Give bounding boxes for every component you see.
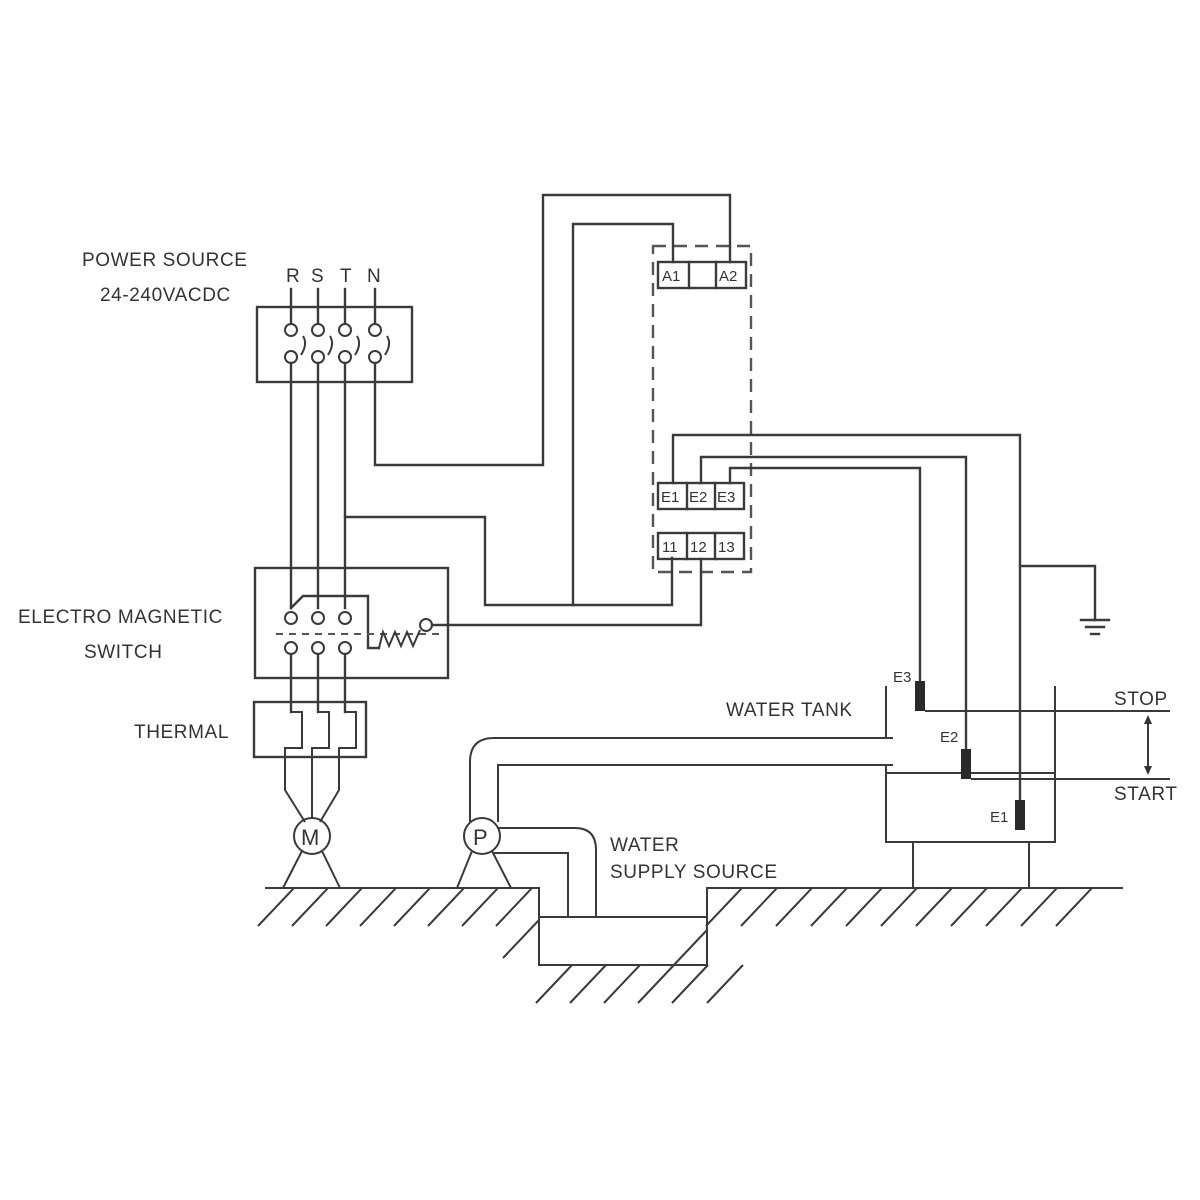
terminal-13: 13 [718,539,735,556]
electrode-e3 [915,681,925,711]
earth-hatch [637,964,675,1004]
earth-hatch [740,887,778,927]
earth-hatch [535,964,573,1004]
start-label: START [1114,784,1178,805]
terminal-e2: E2 [689,489,707,506]
terminal-a2: A2 [719,268,737,285]
earth-hatch [495,887,533,927]
thermal-label: THERMAL [134,722,229,743]
phase-r-label: R [286,266,300,287]
ground-surface [257,887,1123,1004]
level-relay: A1 A2 E1 E2 E3 11 12 13 [651,244,753,574]
a1-supply-wire [571,222,675,607]
water-tank-label: WATER TANK [726,700,853,721]
earth-hatch [671,964,709,1004]
terminal-a1: A1 [662,268,680,285]
contactor-box [253,566,450,680]
discharge-pipe [469,737,893,822]
e3-wire [728,466,922,682]
earth-hatch [569,964,607,1004]
power-source-label: POWER SOURCE [82,250,248,271]
motor-symbol: M [301,825,319,850]
thermal-box [252,700,368,759]
earth-hatch [427,887,465,927]
contactor-label-line1: ELECTRO MAGNETIC [18,607,223,628]
earth-hatch [603,964,641,1004]
suction-pipe [494,827,597,917]
terminal-11: 11 [662,539,678,556]
earth-hatch [325,887,363,927]
breaker-box [255,305,414,384]
earth-hatch [775,887,813,927]
terminal-e3: E3 [717,489,735,506]
power-source-rating: 24-240VACDC [100,285,231,306]
earth-hatch [1055,887,1093,927]
neutral-wire [373,193,732,467]
electrode-e1 [1015,800,1025,830]
earth-hatch [670,929,708,969]
earth-hatch [461,887,499,927]
pump: P [456,817,512,889]
motor: M [282,817,341,889]
earth-hatch [810,887,848,927]
relay-housing [651,244,753,574]
phase-s-label: S [311,266,324,287]
coil-icon [378,628,421,649]
contactor-label-line2: SWITCH [84,642,163,663]
earth-hatch [950,887,988,927]
terminal-e1: E1 [661,489,679,506]
earth-hatch [1020,887,1058,927]
electrode-e1-label: E1 [990,809,1008,826]
e2-wire [699,455,968,752]
coil-wire [430,557,703,627]
electrode-e2 [961,749,971,779]
terminal-12: 12 [690,539,707,556]
earth-hatch [915,887,953,927]
earth-hatch [291,887,329,927]
earth-hatch [359,887,397,927]
ground-wire [1018,564,1097,622]
breaker-contacts [284,323,391,364]
earth-hatch [502,919,540,959]
earth-hatch [393,887,431,927]
pump-symbol: P [473,825,488,850]
phase-t-label: T [340,266,352,287]
thermal-overload: THERMAL [134,700,368,770]
water-tank: WATER TANK E3 E2 E1 STOP START [726,669,1178,889]
earth-hatch [880,887,918,927]
e1-wire [671,433,1022,802]
level-range-arrow-icon [1144,715,1152,775]
electromagnetic-switch: ELECTRO MAGNETIC SWITCH [18,566,450,680]
earth-hatch [257,887,295,927]
earth-hatch [705,887,743,927]
electrode-e3-label: E3 [893,669,911,686]
earth-hatch [985,887,1023,927]
supply-label-line1: WATER [610,835,680,856]
phase-t-tap-wire [343,515,674,607]
earth-hatch [845,887,883,927]
stop-label: STOP [1114,689,1168,710]
earth-hatch [706,964,744,1004]
phase-n-label: N [367,266,381,287]
supply-label-line2: SUPPLY SOURCE [610,862,778,883]
tank-stand [912,841,1030,889]
power-source: POWER SOURCE 24-240VACDC R S T N [82,250,414,384]
ground-icon [1079,618,1111,636]
electrode-e2-label: E2 [940,729,958,746]
